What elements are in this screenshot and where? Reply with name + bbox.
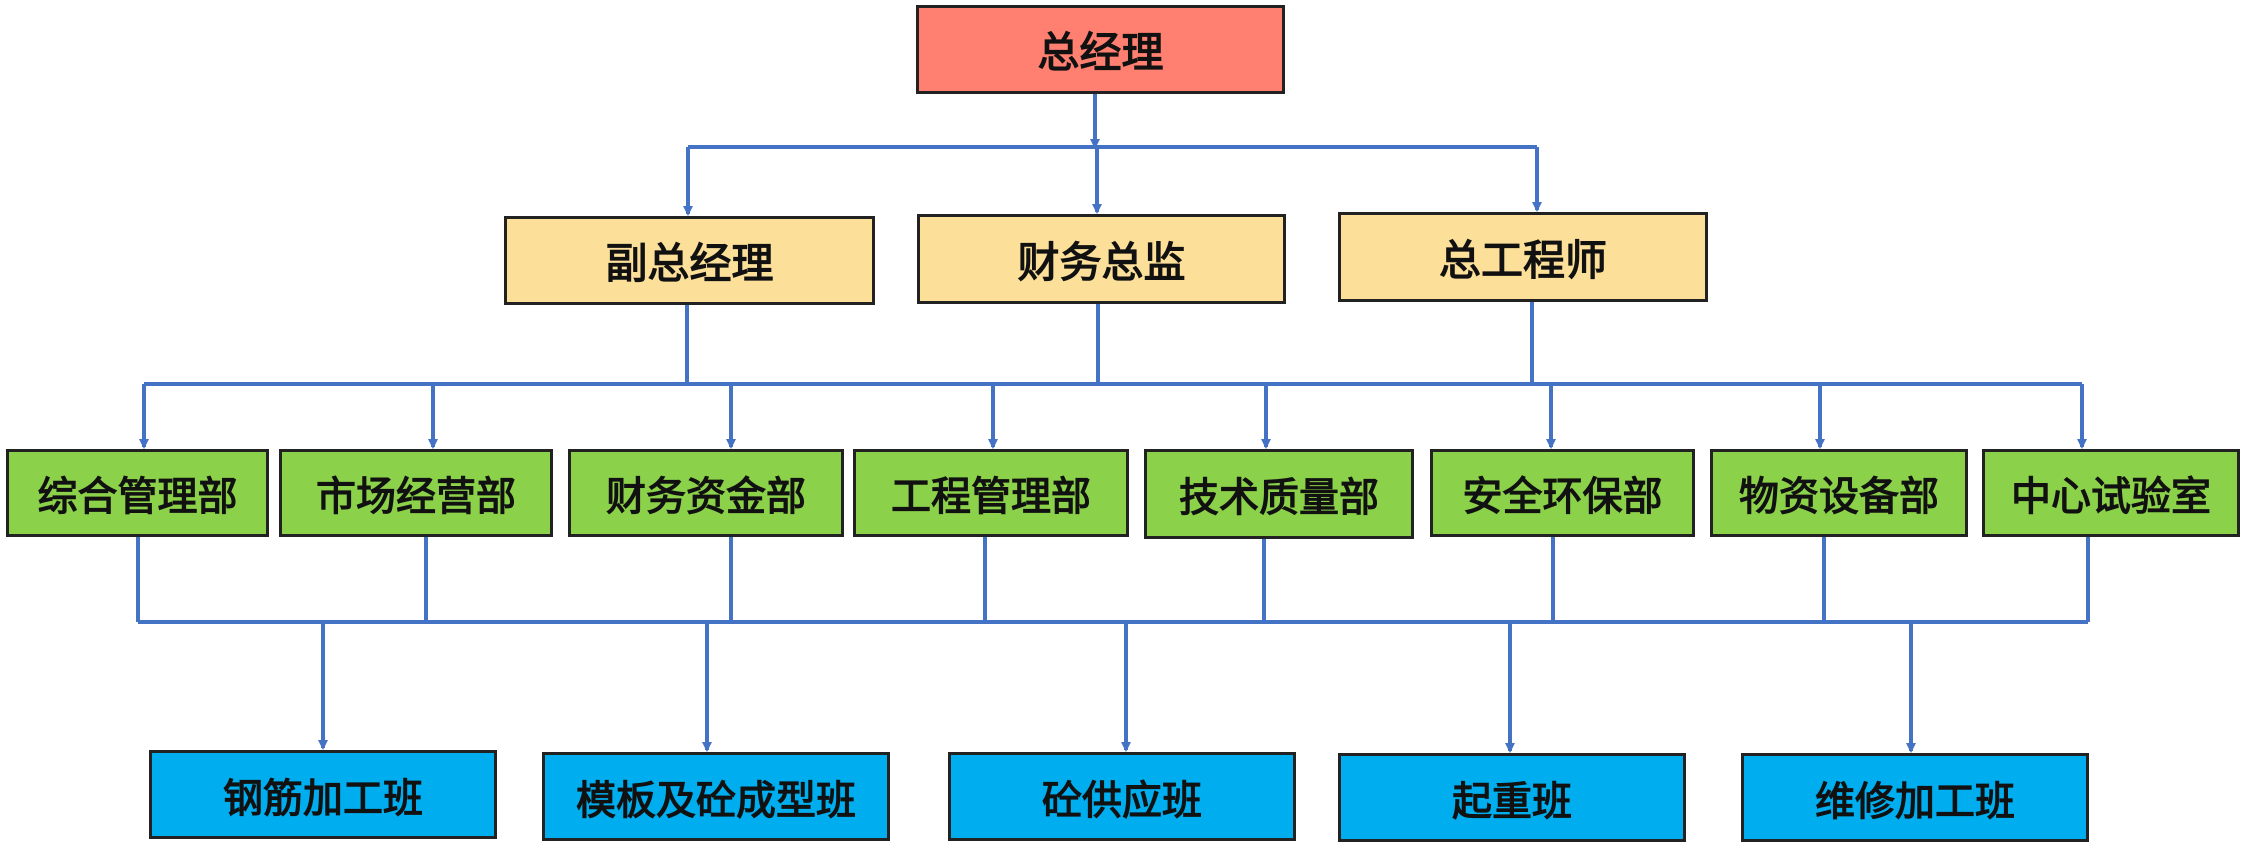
dept-box-central-lab: 中心试验室 xyxy=(1982,449,2240,537)
team-label: 钢筋加工班 xyxy=(223,774,423,822)
dept-label: 物资设备部 xyxy=(1739,473,1939,520)
exec-label: 财务总监 xyxy=(1017,237,1186,287)
team-box-rebar: 钢筋加工班 xyxy=(149,750,497,839)
dept-box-materials-equipment: 物资设备部 xyxy=(1710,449,1968,537)
dept-label: 安全环保部 xyxy=(1462,473,1663,520)
dept-label: 工程管理部 xyxy=(891,473,1091,520)
dept-label: 中心试验室 xyxy=(2011,473,2211,520)
exec-label: 总工程师 xyxy=(1438,235,1607,285)
dept-label: 财务资金部 xyxy=(606,473,806,520)
dept-box-marketing: 市场经营部 xyxy=(279,449,553,537)
general-manager-box: 总经理 xyxy=(916,5,1285,94)
dept-label: 技术质量部 xyxy=(1179,474,1379,521)
dept-label: 市场经营部 xyxy=(316,473,516,520)
exec-label: 副总经理 xyxy=(605,239,774,288)
exec-box-deputy-gm: 副总经理 xyxy=(504,216,875,305)
dept-box-engineering: 工程管理部 xyxy=(853,449,1129,537)
exec-box-chief-engineer: 总工程师 xyxy=(1338,212,1708,302)
dept-box-tech-quality: 技术质量部 xyxy=(1144,449,1414,539)
dept-box-general-admin: 综合管理部 xyxy=(6,449,269,537)
exec-box-finance-director: 财务总监 xyxy=(917,214,1286,304)
team-box-repair: 维修加工班 xyxy=(1741,753,2089,842)
dept-label: 综合管理部 xyxy=(37,473,238,520)
dept-box-finance: 财务资金部 xyxy=(568,449,844,537)
team-label: 模板及砼成型班 xyxy=(576,776,856,824)
team-label: 起重班 xyxy=(1452,777,1572,825)
team-box-concrete-supply: 砼供应班 xyxy=(948,752,1296,841)
team-label: 维修加工班 xyxy=(1815,777,2015,825)
team-label: 砼供应班 xyxy=(1042,776,1202,824)
general-manager-label: 总经理 xyxy=(1037,28,1164,77)
team-box-formwork-concrete: 模板及砼成型班 xyxy=(542,752,890,841)
team-box-lifting: 起重班 xyxy=(1338,753,1686,842)
dept-box-safety-env: 安全环保部 xyxy=(1430,449,1695,537)
